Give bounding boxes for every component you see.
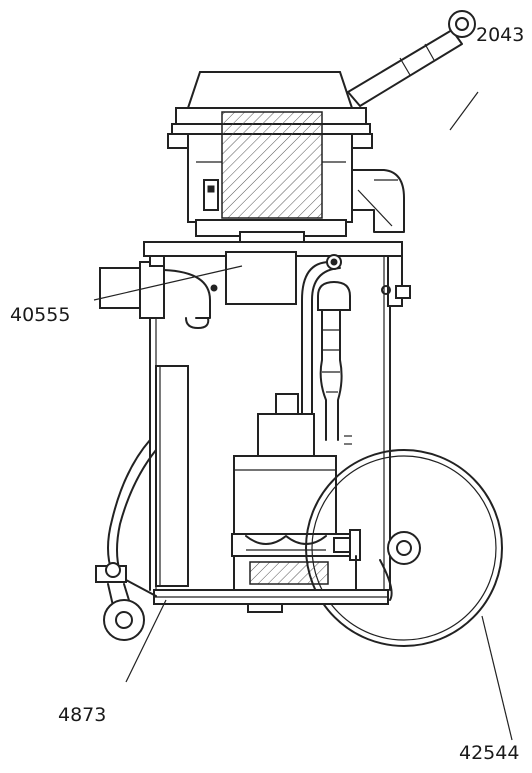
- motor-head: [167, 71, 373, 245]
- caster-wheel: [95, 439, 157, 641]
- leader-4873: [125, 599, 167, 683]
- leader-2043: [449, 91, 479, 131]
- side-outlet: [351, 169, 405, 233]
- base-plate: [153, 589, 389, 613]
- leader-40555: [93, 265, 243, 301]
- callout-label-2043: 2043: [476, 24, 525, 46]
- pump: [231, 393, 361, 601]
- large-wheel: [305, 449, 503, 647]
- frame-column: [155, 365, 189, 587]
- callout-label-4873: 4873: [58, 704, 107, 726]
- leader-lines: [93, 91, 513, 741]
- handle: [347, 10, 476, 107]
- callout-label-42544: 42544: [459, 742, 520, 764]
- callout-label-40555: 40555: [10, 304, 71, 326]
- hose: [301, 254, 352, 445]
- inlet-port: [99, 255, 218, 329]
- leader-42544: [481, 615, 513, 741]
